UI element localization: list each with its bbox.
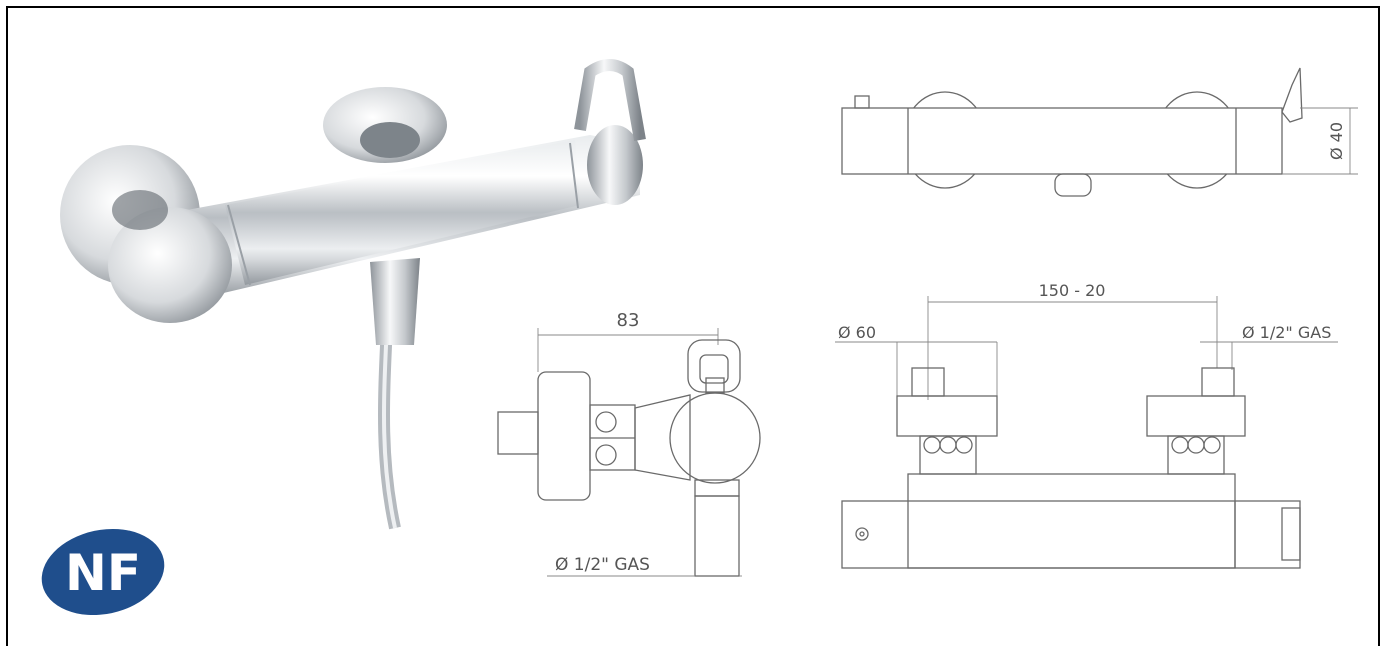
nf-logo: NF — [41, 528, 165, 616]
spacing-150-20-label: 150 - 20 — [1039, 281, 1106, 300]
flow-handle — [574, 59, 646, 142]
dimension-83: 83 — [617, 310, 640, 331]
inlet-thread-label: Ø 1/2" GAS — [1242, 323, 1331, 342]
top-view-drawing: 150 - 20 Ø 60 Ø 1/2" GAS — [835, 281, 1338, 569]
side-view-drawing: 83 Ø 1/2" GAS — [497, 310, 761, 577]
outlet-thread-label: Ø 1/2" GAS — [555, 555, 650, 575]
outlet-connector — [370, 258, 420, 345]
diameter-60-label: Ø 60 — [838, 323, 876, 342]
diameter-40-label: Ø 40 — [1327, 122, 1346, 160]
figure-frame — [6, 6, 1380, 646]
temperature-knob — [108, 207, 232, 323]
flow-handle-cap — [587, 125, 643, 205]
faucet-photo — [60, 59, 646, 530]
front-view-drawing: Ø 40 — [841, 67, 1358, 197]
nf-logo-text: NF — [65, 544, 141, 602]
